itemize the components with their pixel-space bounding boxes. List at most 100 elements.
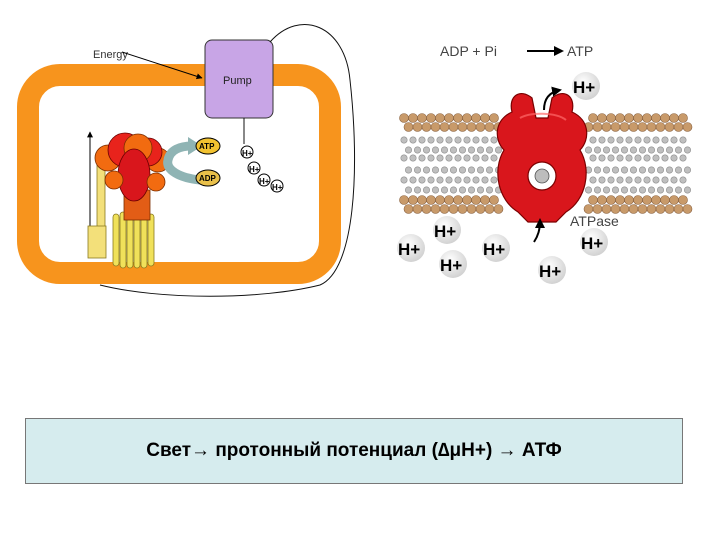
lipid-tail (683, 186, 691, 194)
lipid-tail (476, 146, 484, 154)
lipid-tail (431, 186, 439, 194)
lipid-tail (413, 186, 421, 194)
lipid-tail (400, 176, 408, 184)
lipid-head (475, 204, 486, 214)
lipid-head (651, 195, 661, 205)
lipid-tail (481, 136, 489, 144)
lipid-head (624, 195, 634, 205)
pump-label: Pump (223, 75, 252, 87)
lipid-tail (431, 146, 439, 154)
lipid-tail (485, 186, 493, 194)
lipid-tail (481, 154, 489, 162)
lipid-tail (593, 146, 601, 154)
lipid-tail (602, 146, 610, 154)
lipid-head (646, 122, 657, 132)
lipid-tail (625, 154, 633, 162)
lipid-head (453, 195, 463, 205)
lipid-tail (454, 154, 462, 162)
lipid-tail (683, 166, 691, 174)
lipid-head (435, 113, 445, 123)
lipid-tail (674, 166, 682, 174)
lipid-tail (431, 166, 439, 174)
lipid-tail (472, 154, 480, 162)
lipid-tail (454, 136, 462, 144)
lipid-head (610, 122, 621, 132)
proton-icon: H+ (257, 173, 271, 187)
lipid-tail (485, 146, 493, 154)
lipid-head (403, 122, 414, 132)
lipid-head (601, 122, 612, 132)
lipid-head (439, 122, 450, 132)
lipid-tail (634, 176, 642, 184)
lipid-tail (607, 176, 615, 184)
lipid-tail (620, 186, 628, 194)
lipid-head (619, 122, 630, 132)
lipid-tail (638, 186, 646, 194)
lipid-head (664, 204, 675, 214)
lipid-tail (476, 186, 484, 194)
lipid-tail (638, 146, 646, 154)
lipid-head (588, 113, 598, 123)
lipid-tail (467, 186, 475, 194)
lipid-tail (652, 176, 660, 184)
lipid-head (628, 204, 639, 214)
lipid-head (435, 195, 445, 205)
lipid-tail (679, 176, 687, 184)
lipid-tail (490, 154, 498, 162)
lipid-head (489, 195, 499, 205)
proton-exit-arrow (543, 86, 562, 111)
proton-icon: H+ (270, 179, 284, 193)
lipid-tail (607, 136, 615, 144)
lipid-tail (647, 166, 655, 174)
lipid-head (493, 204, 504, 214)
lipid-tail (404, 166, 412, 174)
lipid-tail (620, 166, 628, 174)
lipid-tail (449, 166, 457, 174)
lipid-head (619, 204, 630, 214)
lipid-head (660, 195, 670, 205)
lipid-tail (638, 166, 646, 174)
lipid-head (484, 122, 495, 132)
lipid-tail (481, 176, 489, 184)
lipid-tail (494, 146, 502, 154)
lipid-tail (625, 136, 633, 144)
lipid-tail (670, 154, 678, 162)
lipid-tail (616, 176, 624, 184)
proton-icon: H+ (538, 256, 566, 284)
lipid-head (628, 122, 639, 132)
lipid-head (430, 204, 441, 214)
lipid-tail (427, 136, 435, 144)
lipid-head (412, 122, 423, 132)
reaction-right: ATP (567, 43, 593, 59)
lipid-head (669, 113, 679, 123)
lipid-tail (436, 176, 444, 184)
lipid-head (430, 122, 441, 132)
lipid-head (453, 113, 463, 123)
lipid-tail (647, 186, 655, 194)
lipid-head (480, 113, 490, 123)
lipid-tail (440, 146, 448, 154)
lipid-head (412, 204, 423, 214)
svg-text:ADP: ADP (199, 174, 217, 183)
lipid-tail (674, 186, 682, 194)
lipid-tail (661, 154, 669, 162)
lipid-tail (400, 154, 408, 162)
lipid-head (646, 204, 657, 214)
lipid-head (597, 113, 607, 123)
adp-atp-arrow (163, 141, 201, 185)
lipid-head (642, 195, 652, 205)
lipid-tail (598, 176, 606, 184)
lipid-tail (490, 176, 498, 184)
lipid-tail (670, 136, 678, 144)
lipid-tail (634, 154, 642, 162)
svg-text:H+: H+ (539, 262, 561, 281)
lipid-tail (440, 186, 448, 194)
lipid-tail (656, 166, 664, 174)
lipid-tail (589, 176, 597, 184)
lipid-head (682, 204, 693, 214)
lipid-tail (670, 176, 678, 184)
lipid-head (484, 204, 495, 214)
lipid-tail (454, 176, 462, 184)
lipid-head (480, 195, 490, 205)
lipid-tail (400, 136, 408, 144)
